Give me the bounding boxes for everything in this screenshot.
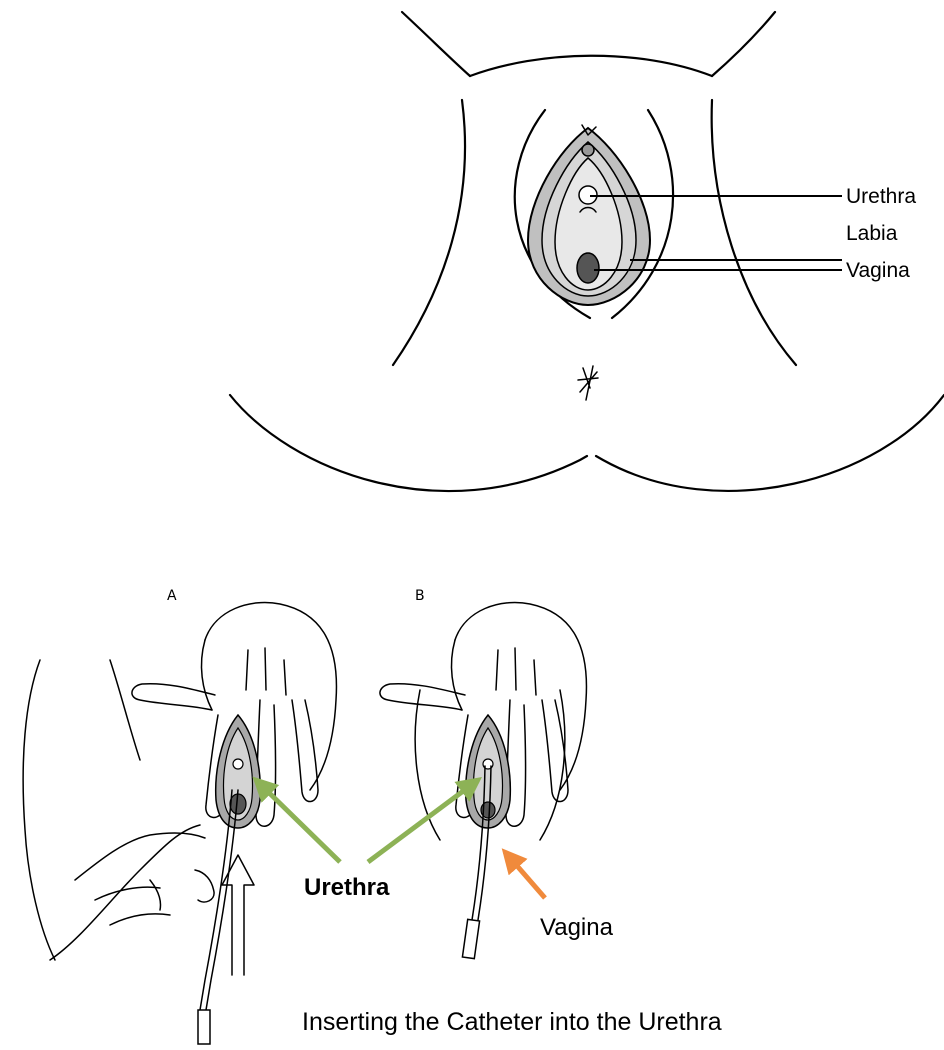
panel-b-illustration <box>380 603 587 959</box>
top-anatomy-figure <box>230 12 944 491</box>
left-thigh-line <box>393 100 465 365</box>
vagina-label: Vagina <box>846 259 910 282</box>
abdomen-curve <box>470 56 712 76</box>
panel-a-letter: A <box>167 588 177 604</box>
anus-mark <box>578 366 598 400</box>
abdomen-line-left <box>402 12 470 76</box>
panel-b-letter: B <box>415 588 425 604</box>
urethra-bottom-label: Urethra <box>304 874 390 901</box>
vulva-illustration <box>528 125 650 305</box>
urethra-arrow-a <box>256 780 340 862</box>
figure-caption: Inserting the Catheter into the Urethra <box>302 1008 722 1036</box>
vagina-arrow <box>505 852 545 898</box>
right-buttock <box>596 395 944 491</box>
labia-label: Labia <box>846 222 898 245</box>
urethra-arrow-b <box>368 780 478 862</box>
panel-a-illustration <box>23 603 336 1045</box>
vagina-bottom-label: Vagina <box>540 914 614 941</box>
left-buttock <box>230 395 587 491</box>
right-thigh-line <box>712 100 796 365</box>
urethra-label: Urethra <box>846 185 916 208</box>
abdomen-line-right <box>712 12 775 76</box>
